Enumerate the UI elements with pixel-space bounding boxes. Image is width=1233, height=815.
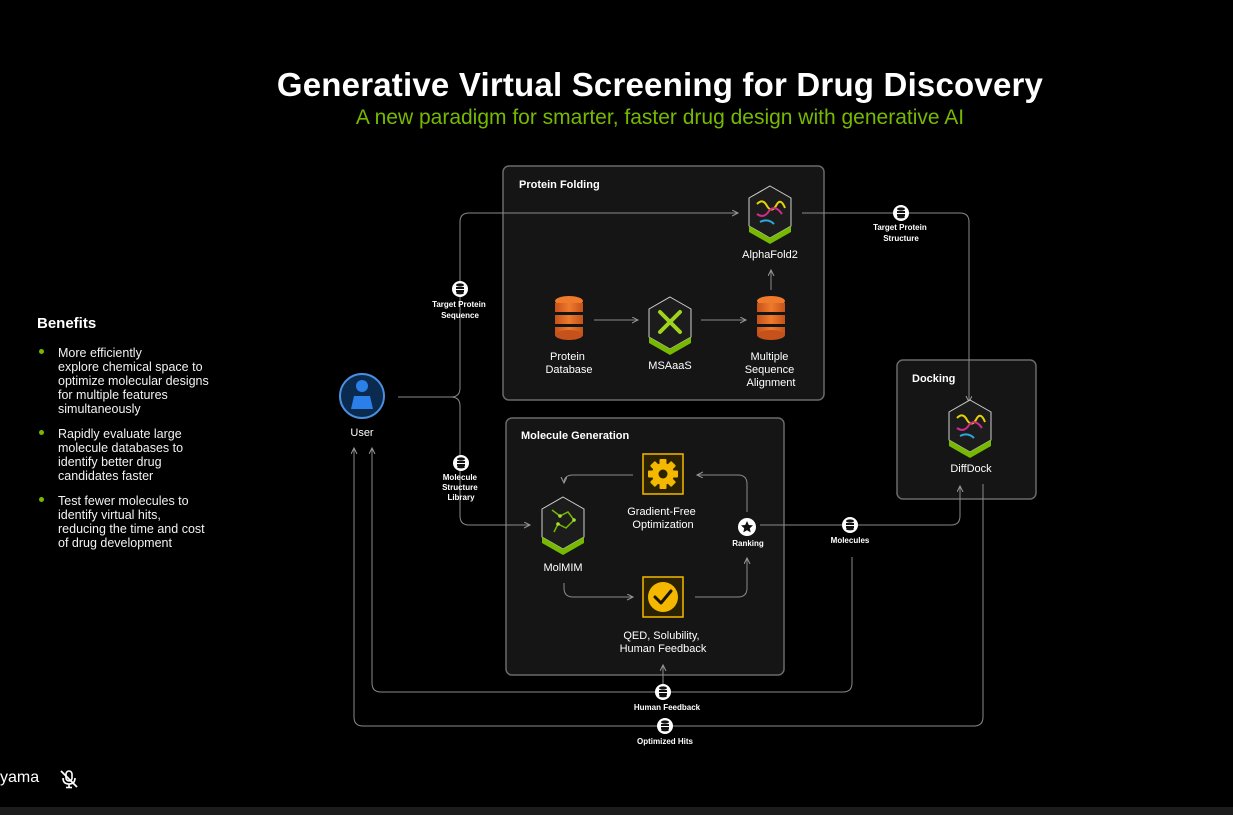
molmim-label: MolMIM [543, 562, 582, 574]
benefit-line: identify better drug [58, 455, 162, 469]
qed-label-line2: Human Feedback [620, 643, 707, 655]
gradient-free-node: Gradient-Free Optimization [627, 453, 699, 531]
mic-muted-icon[interactable] [58, 768, 80, 790]
molecules-label: Molecules [831, 536, 870, 545]
database-icon [897, 207, 905, 219]
page-subtitle: A new paradigm for smarter, faster drug … [355, 106, 965, 129]
svg-text:Target Protein Structure: Target Protein Structure [873, 223, 929, 243]
database-icon [457, 457, 465, 469]
svg-text:Protein Database: Protein Database [545, 351, 592, 376]
protein-database-icon [555, 296, 583, 340]
bottom-bar [0, 807, 1233, 815]
molecule-structure-library-label-line2: Structure [442, 483, 478, 492]
optimized-hits-label: Optimized Hits [637, 737, 694, 746]
svg-text:Multiple Sequence: Multiple Sequence Alignment [745, 351, 798, 389]
ranking-label: Ranking [732, 539, 764, 548]
data-badge-target-protein-sequence: Target Protein Sequence [432, 281, 488, 320]
molmim-node: MolMIM [541, 496, 585, 574]
human-feedback-label: Human Feedback [634, 703, 701, 712]
benefit-line: optimize molecular designs [58, 374, 209, 388]
molecule-cube-icon [541, 496, 585, 555]
benefit-line: identify virtual hits, [58, 508, 161, 522]
tools-cube-icon [648, 296, 692, 355]
group-label-docking: Docking [912, 373, 955, 385]
qed-node: QED, Solubility, Human Feedback [620, 576, 707, 655]
data-badge-target-protein-structure: Target Protein Structure [873, 205, 929, 243]
data-badge-optimized-hits: Optimized Hits [637, 718, 694, 746]
docking-cube-icon [948, 399, 992, 458]
gradient-free-label-line1: Gradient-Free [627, 506, 695, 518]
benefit-line: reducing the time and cost [58, 522, 205, 536]
diffdock-node: DiffDock [948, 399, 992, 475]
benefit-line: candidates faster [58, 469, 154, 483]
svg-text:Molecule Structure: Molecule Structure Library [442, 473, 480, 502]
alphafold2-label: AlphaFold2 [742, 249, 798, 261]
page-title: Generative Virtual Screening for Drug Di… [276, 66, 1044, 103]
star-icon [741, 521, 753, 533]
molecule-structure-library-label-line1: Molecule [443, 473, 478, 482]
target-protein-structure-label-line2: Structure [883, 234, 919, 243]
bullet-dot-icon [39, 349, 44, 354]
group-label-protein-folding: Protein Folding [519, 179, 600, 191]
benefit-line: for multiple features [58, 388, 168, 402]
msaaas-node: MSAaaS [648, 296, 692, 372]
benefit-line: simultaneously [58, 402, 141, 416]
protein-database-label-line2: Database [545, 364, 592, 376]
msaaas-label: MSAaaS [648, 360, 691, 372]
benefit-line: Rapidly evaluate large [58, 427, 182, 441]
benefits-heading: Benefits [37, 315, 97, 332]
target-protein-sequence-label-line2: Sequence [441, 311, 479, 320]
protein-model-cube-icon [748, 185, 792, 244]
gear-icon [648, 459, 678, 489]
alphafold2-node: AlphaFold2 [742, 185, 798, 261]
database-icon [456, 283, 464, 295]
msa-label-line3: Alignment [747, 377, 796, 389]
data-badge-human-feedback: Human Feedback [634, 684, 701, 712]
molecule-structure-library-label-line3: Library [447, 493, 475, 502]
msa-label-line2: Sequence [745, 364, 795, 376]
msa-node: Multiple Sequence Alignment [745, 296, 798, 389]
user-node: User [339, 373, 385, 439]
msa-label-line1: Multiple [751, 351, 789, 363]
benefit-line: of drug development [58, 536, 172, 550]
benefit-line: explore chemical space to [58, 360, 203, 374]
benefit-line: molecule databases to [58, 441, 184, 455]
group-protein-folding: Protein Folding [502, 165, 825, 401]
bullet-dot-icon [39, 430, 44, 435]
diffdock-label: DiffDock [950, 463, 992, 475]
user-icon [351, 380, 373, 409]
ranking-node: Ranking [732, 518, 764, 548]
msa-database-icon [757, 296, 785, 340]
data-badge-molecule-structure-library: Molecule Structure Library [442, 455, 480, 502]
gradient-free-label-line2: Optimization [632, 519, 693, 531]
bullet-dot-icon [39, 497, 44, 502]
group-label-molecule-generation: Molecule Generation [521, 430, 629, 442]
svg-text:Gradient-Free Optimizati: Gradient-Free Optimization [627, 506, 699, 531]
benefit-line: Test fewer molecules to [58, 494, 189, 508]
user-label: User [350, 427, 374, 439]
target-protein-structure-label-line1: Target Protein [873, 223, 927, 232]
svg-text:QED, Solubility, Human F: QED, Solubility, Human Feedback [620, 630, 707, 655]
protein-database-node: Protein Database [545, 296, 593, 376]
checkmark-icon [648, 582, 678, 612]
database-icon [846, 519, 854, 531]
protein-database-label-line1: Protein [550, 351, 585, 363]
qed-label-line1: QED, Solubility, [623, 630, 699, 642]
svg-text:Target Protein Sequence: Target Protein Sequence [432, 300, 488, 320]
presenter-name: yama [0, 769, 40, 786]
data-badge-molecules: Molecules [831, 517, 870, 545]
database-icon [661, 720, 669, 732]
group-molecule-generation: Molecule Generation [505, 417, 785, 676]
database-icon [659, 686, 667, 698]
target-protein-sequence-label-line1: Target Protein [432, 300, 486, 309]
benefit-line: More efficiently [58, 346, 142, 360]
